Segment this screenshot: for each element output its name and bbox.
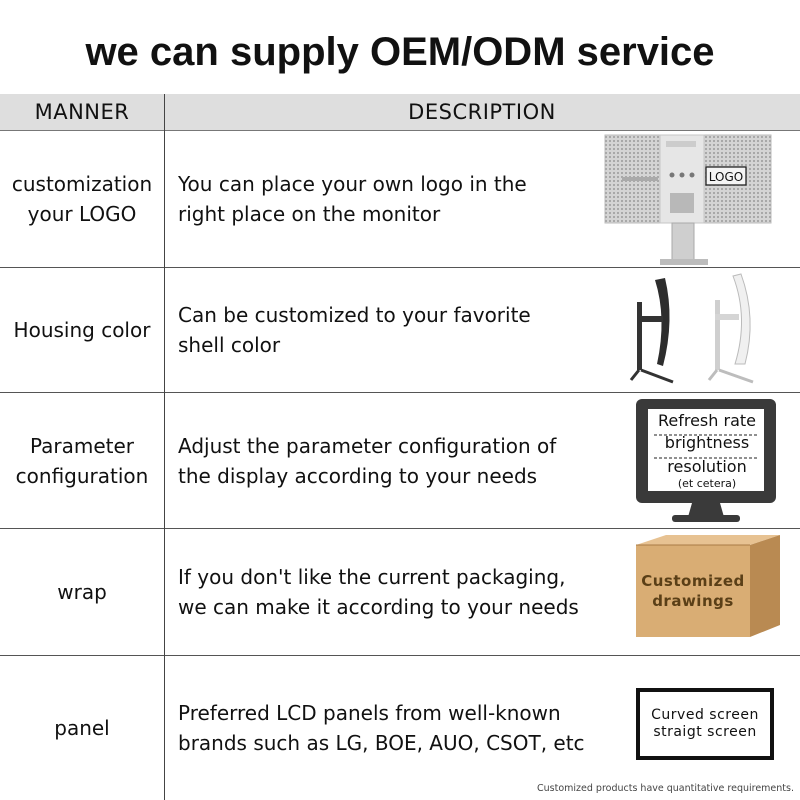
housing-color-image (625, 268, 765, 392)
screen-line-et-cetera: (et cetera) (677, 477, 737, 490)
manner-cell: panel (54, 716, 110, 740)
table-header: MANNER DESCRIPTION (0, 94, 800, 131)
screen-line-refresh-rate: Refresh rate (657, 411, 756, 430)
manner-cell: Parameter configuration (15, 433, 149, 488)
description-cell: If you don't like the current packaging,… (178, 565, 579, 619)
table-row: customization your LOGO You can place yo… (0, 131, 800, 268)
package-box-image: Customized drawings (634, 529, 784, 655)
table-row: Housing color Can be customized to your … (0, 268, 800, 393)
monitor-back-image: LOGO (600, 131, 775, 267)
table-row: panel Preferred LCD panels from well-kno… (0, 656, 800, 800)
panel-line-curved: Curved screen (651, 707, 759, 723)
box-label-line1: Customized (641, 572, 745, 590)
description-cell: Preferred LCD panels from well-known bra… (178, 701, 585, 755)
screen-line-brightness: brightness (664, 433, 750, 452)
description-cell: Adjust the parameter configuration of th… (178, 433, 557, 488)
description-cell: Can be customized to your favorite shell… (178, 303, 531, 357)
manner-cell: Housing color (13, 318, 151, 342)
logo-placeholder-label: LOGO (709, 170, 743, 184)
box-label-line2: drawings (652, 592, 734, 610)
manner-cell: customization your LOGO (11, 172, 153, 226)
footnote: Customized products have quantitative re… (537, 783, 794, 794)
table-row: Parameter configuration Adjust the param… (0, 393, 800, 529)
panel-line-straight: straigt screen (653, 724, 757, 740)
manner-cell: wrap (57, 580, 107, 604)
header-description: DESCRIPTION (408, 100, 556, 124)
screen-line-resolution: resolution (667, 457, 747, 476)
monitor-settings-image: Refresh rate brightness resolution (et c… (634, 393, 780, 528)
table-row: wrap If you don't like the current packa… (0, 529, 800, 656)
description-cell: You can place your own logo in the right… (178, 172, 527, 226)
page-title: we can supply OEM/ODM service (85, 30, 715, 74)
panel-type-box: Curved screen straigt screen (636, 688, 774, 760)
column-divider (164, 94, 165, 800)
header-manner: MANNER (34, 100, 130, 124)
